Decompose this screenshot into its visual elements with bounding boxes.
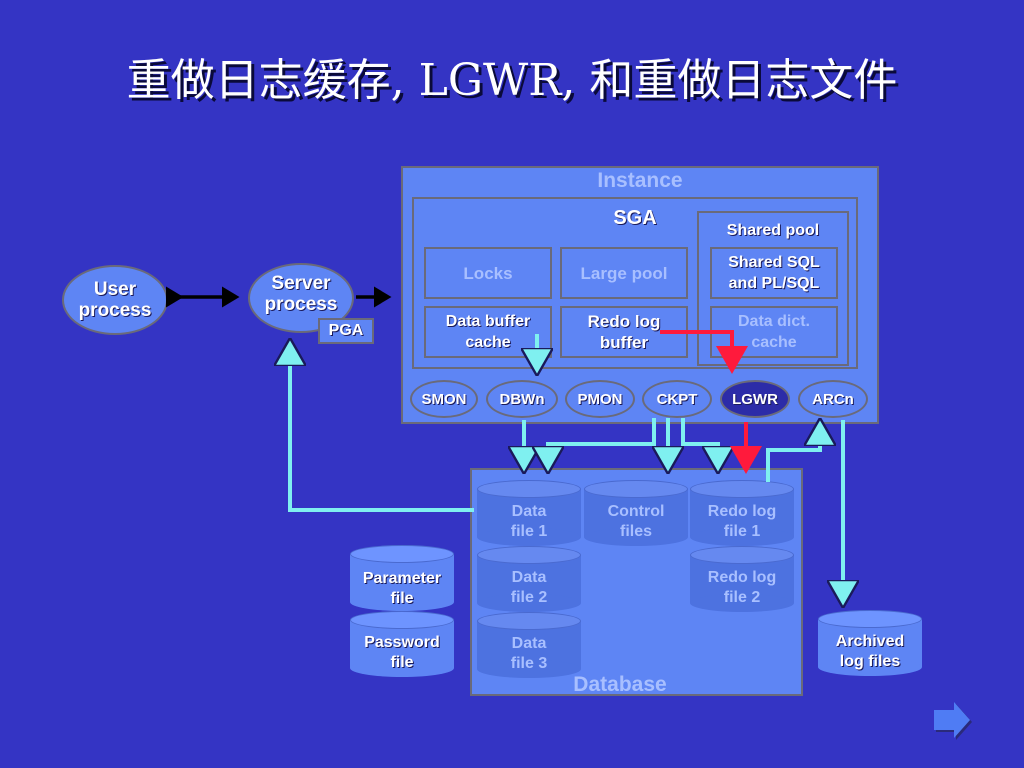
data-buffer-cache-label: Data buffer cache: [424, 311, 552, 353]
data-dict-cache-label: Data dict. cache: [710, 311, 838, 353]
instance-label: Instance: [597, 169, 683, 192]
user-process-line-2: process: [78, 300, 152, 321]
shared-sql-line-1: Shared SQL: [728, 254, 820, 271]
redo-log-buffer-line-1: Redo log: [587, 312, 661, 331]
data-file-2-line-1: Data: [511, 569, 547, 586]
large-pool-box: [560, 247, 688, 299]
server-process: Server process: [248, 263, 354, 333]
data-file-2: Data file 2: [477, 546, 581, 612]
locks-label: Locks: [463, 264, 513, 283]
instance-box: [401, 166, 879, 424]
pga-box: PGA: [318, 318, 374, 344]
data-file-3: Data file 3: [477, 612, 581, 678]
password-file-line-1: Password: [364, 634, 440, 651]
redo-log-file-1-line-2: file 1: [723, 523, 761, 540]
sga-label: SGA: [613, 207, 657, 229]
lgwr-process: LGWR: [720, 380, 790, 418]
pmon-process: PMON: [565, 380, 635, 418]
locks-box: [424, 247, 552, 299]
data-buffer-cache-box: [424, 306, 552, 358]
page-title: 重做日志缓存, LGWR, 和重做日志文件: [126, 55, 898, 106]
redolog-to-arcn-arrow: [766, 426, 820, 482]
data-file-1-line-2: file 1: [510, 523, 548, 540]
redo-buffer-to-lgwr-arrow: [660, 330, 748, 374]
data-buffer-cache-line-1: Data buffer: [445, 313, 531, 330]
data-dict-cache-line-1: Data dict.: [737, 313, 810, 330]
smon-process: SMON: [410, 380, 478, 418]
control-files-line-1: Control: [607, 503, 665, 520]
redo-log-buffer-label: Redo log buffer: [560, 311, 688, 353]
shared-sql-label: Shared SQL and PL/SQL: [706, 252, 842, 294]
shared-sql-line-2: and PL/SQL: [728, 275, 820, 292]
ckpt-to-redolog-arrow: [681, 418, 718, 466]
redo-log-file-2-line-1: Redo log: [707, 569, 777, 586]
data-file-1: Data file 1: [477, 480, 581, 546]
redo-log-file-2-line-2: file 2: [723, 589, 761, 606]
data-file-3-line-1: Data: [511, 635, 547, 652]
data-file-1-line-1: Data: [511, 503, 547, 520]
parameter-file-line-1: Parameter: [362, 570, 442, 587]
user-process: User process: [62, 265, 168, 335]
redo-log-buffer-line-2: buffer: [599, 333, 649, 352]
password-file-line-2: file: [390, 654, 414, 671]
archived-log-files-line-1: Archived: [835, 633, 905, 650]
data-dict-cache-line-2: cache: [751, 334, 797, 351]
ckpt-to-datafile-arrow: [548, 418, 656, 466]
redo-log-file-2: Redo log file 2: [690, 546, 794, 612]
data-buffer-cache-line-2: cache: [465, 334, 511, 351]
shared-pool-label: Shared pool: [726, 222, 820, 239]
archived-log-files: Archived log files: [818, 610, 922, 676]
database-label: Database: [573, 673, 667, 696]
dbwn-process: DBWn: [486, 380, 558, 418]
parameter-file: Parameter file: [350, 545, 454, 611]
redo-log-file-1: Redo log file 1: [690, 480, 794, 546]
server-process-line-1: Server: [271, 273, 331, 294]
password-file: Password file: [350, 611, 454, 677]
large-pool-label: Large pool: [580, 264, 668, 283]
archived-log-files-line-2: log files: [839, 653, 901, 670]
datafile-to-server-arrow: [290, 346, 474, 512]
server-process-line-2: process: [264, 294, 338, 315]
parameter-file-line-2: file: [390, 590, 414, 607]
control-files: Control files: [584, 480, 688, 546]
data-file-3-line-2: file 3: [510, 655, 548, 672]
user-process-line-1: User: [93, 279, 137, 300]
ckpt-process: CKPT: [642, 380, 712, 418]
shared-sql-box: [710, 247, 838, 299]
sga-box: [412, 197, 858, 369]
arcn-process: ARCn: [798, 380, 868, 418]
next-slide-icon[interactable]: [934, 702, 972, 740]
redo-log-file-1-line-1: Redo log: [707, 503, 777, 520]
shared-pool-box: [697, 211, 849, 366]
data-file-2-line-2: file 2: [510, 589, 548, 606]
control-files-line-2: files: [619, 523, 652, 540]
